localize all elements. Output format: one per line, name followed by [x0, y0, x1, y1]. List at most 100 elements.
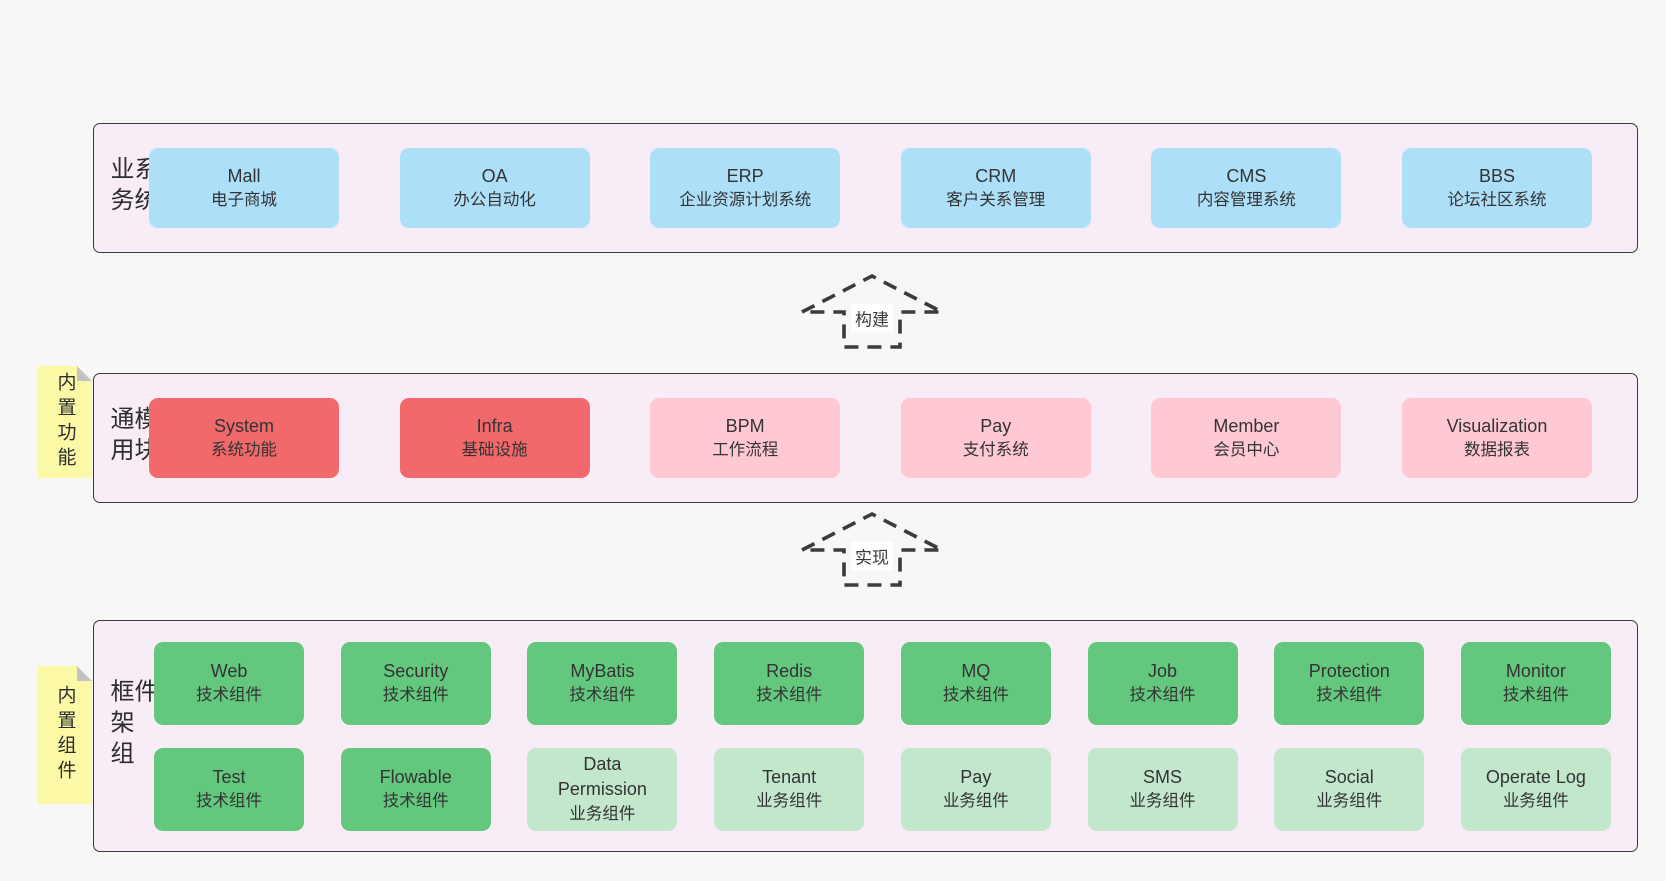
box-subtitle: 业务组件 [1502, 792, 1569, 811]
box-title: Redis [766, 660, 813, 681]
box-subtitle: 技术组件 [382, 686, 449, 705]
box-title: CMS [1226, 165, 1267, 186]
box-subtitle: 技术组件 [1129, 686, 1196, 705]
band-label-business-systems: 业务系统 [106, 156, 157, 218]
box-subtitle: 支付系统 [962, 441, 1029, 460]
box-subtitle: 数据报表 [1463, 441, 1530, 460]
box-subtitle: 技术组件 [196, 792, 262, 811]
box-tenant: Tenant 业务组件 [714, 747, 865, 831]
band-rows: Web 技术组件 Security 技术组件 MyBatis 技术组件 Redi… [154, 621, 1611, 851]
box-subtitle: 电子商城 [211, 191, 277, 210]
folded-corner-icon [77, 666, 92, 681]
box-title: Visualization [1446, 415, 1548, 436]
box-subtitle: 技术组件 [196, 686, 262, 705]
box-cms: CMS 内容管理系统 [1151, 148, 1342, 228]
box-subtitle: 会员中心 [1213, 441, 1280, 460]
box-subtitle: 企业资源计划系统 [679, 191, 812, 210]
box-social: Social 业务组件 [1274, 747, 1425, 831]
box-title: MyBatis [570, 660, 635, 681]
arrow-build: 构建 [792, 272, 952, 350]
box-title: System [213, 415, 274, 436]
arrow-build-label: 构建 [851, 303, 893, 333]
box-mybatis: MyBatis 技术组件 [527, 641, 678, 725]
box-row-tech: Web 技术组件 Security 技术组件 MyBatis 技术组件 Redi… [154, 641, 1611, 725]
box-member: Member 会员中心 [1151, 398, 1342, 478]
box-title: CRM [975, 165, 1017, 186]
box-title: OA [481, 165, 508, 186]
box-oa: OA 办公自动化 [399, 148, 590, 228]
box-title: BBS [1478, 165, 1515, 186]
box-subtitle: 工作流程 [712, 441, 779, 460]
box-title: Test [212, 766, 246, 787]
box-title: Web [210, 660, 248, 681]
box-protection: Protection 技术组件 [1274, 641, 1425, 725]
box-infra: Infra 基础设施 [399, 398, 590, 478]
box-title: Mall [227, 165, 261, 186]
box-title: MQ [961, 660, 991, 681]
box-subtitle: 系统功能 [211, 441, 277, 460]
arrow-implement: 实现 [792, 510, 952, 588]
box-row: System 系统功能 Infra 基础设施 BPM 工作流程 Pay 支付系统… [149, 398, 1592, 478]
box-row: Mall 电子商城 OA 办公自动化 ERP 企业资源计划系统 CRM 客户关系… [149, 148, 1592, 228]
box-web: Web 技术组件 [154, 641, 304, 725]
band-label-common-modules: 通用模块 [106, 406, 157, 468]
box-title: Social [1324, 766, 1374, 787]
box-subtitle: 技术组件 [756, 686, 823, 705]
box-title: ERP [726, 165, 764, 186]
box-title: Tenant [762, 766, 817, 787]
box-data-permission: Data Permission 业务组件 [527, 747, 678, 831]
box-title: Security [383, 660, 449, 681]
box-redis: Redis 技术组件 [714, 641, 865, 725]
band-common-modules: 通用模块 System 系统功能 Infra 基础设施 BPM 工作流程 Pay… [93, 373, 1638, 503]
box-subtitle: 业务组件 [569, 804, 636, 823]
box-title: Job [1148, 660, 1178, 681]
box-subtitle: 技术组件 [942, 686, 1009, 705]
box-operate-log: Operate Log 业务组件 [1460, 747, 1611, 831]
band-business-systems: 业务系统 Mall 电子商城 OA 办公自动化 ERP 企业资源计划系统 CRM… [93, 123, 1638, 253]
box-subtitle: 内容管理系统 [1196, 191, 1296, 210]
box-title: BPM [725, 415, 765, 436]
sticky-note-builtin-features: 内置功能 [38, 366, 92, 478]
dashed-up-arrow-icon [801, 511, 943, 587]
box-title: Protection [1308, 660, 1390, 681]
box-subtitle: 技术组件 [1502, 686, 1569, 705]
box-subtitle: 基础设施 [461, 441, 528, 460]
box-subtitle: 业务组件 [942, 792, 1009, 811]
box-job: Job 技术组件 [1087, 641, 1238, 725]
box-row-biz: Test 技术组件 Flowable 技术组件 Data Permission … [154, 747, 1611, 831]
box-bbs: BBS 论坛社区系统 [1401, 148, 1592, 228]
arrow-implement-label: 实现 [851, 541, 893, 571]
box-flowable: Flowable 技术组件 [340, 747, 491, 831]
folded-corner-icon [77, 366, 92, 381]
dashed-up-arrow-icon [801, 273, 943, 349]
box-subtitle: 业务组件 [1316, 792, 1383, 811]
box-subtitle: 技术组件 [382, 792, 449, 811]
box-visualization: Visualization 数据报表 [1401, 398, 1592, 478]
band-label-framework-components: 框架组件 [106, 678, 157, 772]
box-security: Security 技术组件 [340, 641, 491, 725]
band-framework-components: 框架组件 Web 技术组件 Security 技术组件 MyBatis 技术组件… [93, 620, 1638, 852]
box-system: System 系统功能 [149, 398, 339, 478]
box-title: Infra [476, 415, 513, 436]
box-subtitle: 技术组件 [1316, 686, 1383, 705]
sticky-note-text: 内置组件 [54, 685, 76, 785]
box-sms: SMS 业务组件 [1087, 747, 1238, 831]
box-title: Data Permission [557, 753, 647, 800]
box-crm: CRM 客户关系管理 [900, 148, 1091, 228]
box-title: Pay [960, 766, 992, 787]
box-mall: Mall 电子商城 [149, 148, 339, 228]
box-title: Flowable [379, 766, 452, 787]
box-monitor: Monitor 技术组件 [1460, 641, 1611, 725]
box-subtitle: 技术组件 [569, 686, 636, 705]
box-subtitle: 客户关系管理 [946, 191, 1046, 210]
box-erp: ERP 企业资源计划系统 [650, 148, 841, 228]
box-title: Operate Log [1485, 766, 1586, 787]
band-rows: System 系统功能 Infra 基础设施 BPM 工作流程 Pay 支付系统… [149, 374, 1592, 502]
box-subtitle: 办公自动化 [453, 191, 536, 210]
box-pay-component: Pay 业务组件 [900, 747, 1051, 831]
box-subtitle: 论坛社区系统 [1447, 191, 1547, 210]
box-title: Member [1213, 415, 1280, 436]
box-title: Pay [980, 415, 1012, 436]
box-test: Test 技术组件 [154, 747, 304, 831]
sticky-note-text: 内置功能 [54, 372, 76, 472]
